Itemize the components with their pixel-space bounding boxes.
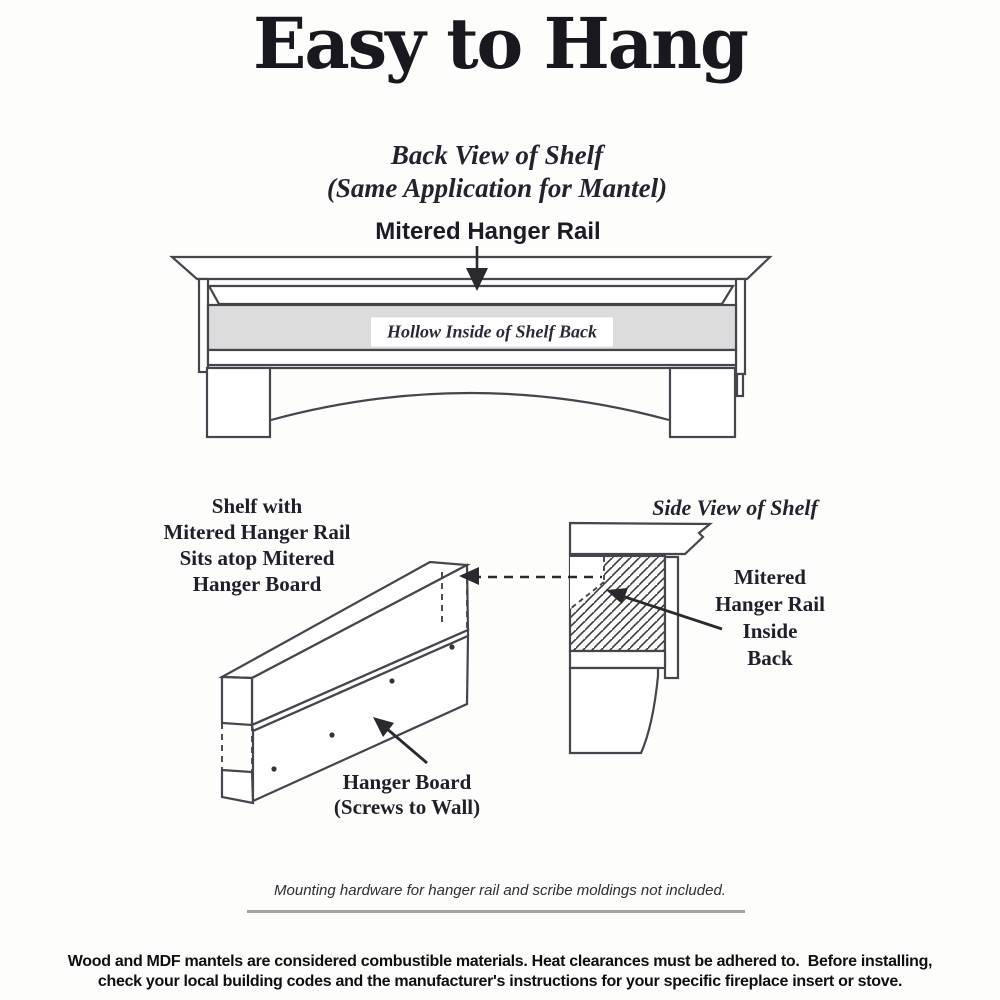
side-label-line-4: Back <box>747 646 793 670</box>
page-title: Easy to Hang <box>253 2 749 85</box>
back-view-right-side-panel <box>734 277 747 376</box>
caption-line-2: Mitered Hanger Rail <box>163 520 351 544</box>
side-label-line-2: Hanger Rail <box>715 592 825 616</box>
hanger-board-label-line-1: Hanger Board <box>342 770 472 794</box>
divider-line <box>247 910 745 913</box>
caption-line-4: Hanger Board <box>192 572 322 596</box>
side-view-label-arrow <box>606 588 723 631</box>
rail-pointer-arrow <box>466 246 488 291</box>
hanger-board-left-cap-bottom <box>220 768 255 805</box>
side-view-bottom-rail <box>568 649 667 670</box>
hanger-board-label-line-2: (Screws to Wall) <box>333 795 481 819</box>
back-view-left-leg <box>205 366 272 439</box>
back-view-arch <box>270 391 670 422</box>
hollow-inside-label: Hollow Inside of Shelf Back <box>370 317 614 347</box>
hanger-board-caption: Shelf with Mitered Hanger Rail Sits atop… <box>163 493 350 597</box>
hardware-note: Mounting hardware for hanger rail and sc… <box>274 882 726 899</box>
back-view-left-side-panel <box>197 277 210 374</box>
side-label-line-3: Inside <box>742 619 798 643</box>
back-view-mitered-rail <box>207 284 735 306</box>
back-view-drawing <box>169 255 773 439</box>
side-view-title: Side View of Shelf <box>652 495 818 520</box>
side-view-top-board <box>568 521 714 556</box>
back-view-bottom-rail <box>206 348 738 367</box>
side-view-pocket-dashes <box>569 557 605 610</box>
side-view-hanger-pocket <box>570 557 604 609</box>
footer-line-2: check your local building codes and the … <box>97 973 903 990</box>
caption-line-1: Shelf with <box>211 494 303 518</box>
side-view-leg <box>568 666 660 755</box>
side-view-back-panel <box>663 555 680 680</box>
screw-holes <box>271 644 455 772</box>
subtitle-line-1: Back View of Shelf <box>390 140 604 170</box>
subtitle-line-2: (Same Application for Mantel) <box>326 173 668 203</box>
mitered-hanger-rail-label: Mitered Hanger Rail <box>375 218 601 245</box>
side-view-drawing <box>568 521 714 755</box>
hanger-board-hidden-edges <box>221 567 468 772</box>
back-view-right-panel-foot <box>735 372 745 398</box>
hanger-board-drawing <box>217 560 471 805</box>
caption-line-3: Sits atop Mitered <box>179 546 335 570</box>
back-view-right-leg <box>668 366 737 439</box>
hanger-board-left-cap-top <box>220 675 254 727</box>
footer-warning: Wood and MDF mantels are considered comb… <box>67 952 933 992</box>
side-label-line-1: Mitered <box>734 565 806 589</box>
hanger-board-label-arrow <box>373 717 428 765</box>
footer-line-1: Wood and MDF mantels are considered comb… <box>67 953 933 970</box>
dashed-connector <box>459 567 602 585</box>
subtitle: Back View of Shelf (Same Application for… <box>327 139 667 205</box>
side-view-label: Mitered Hanger Rail Inside Back <box>715 564 825 672</box>
hanger-board-label: Hanger Board (Screws to Wall) <box>334 770 480 820</box>
